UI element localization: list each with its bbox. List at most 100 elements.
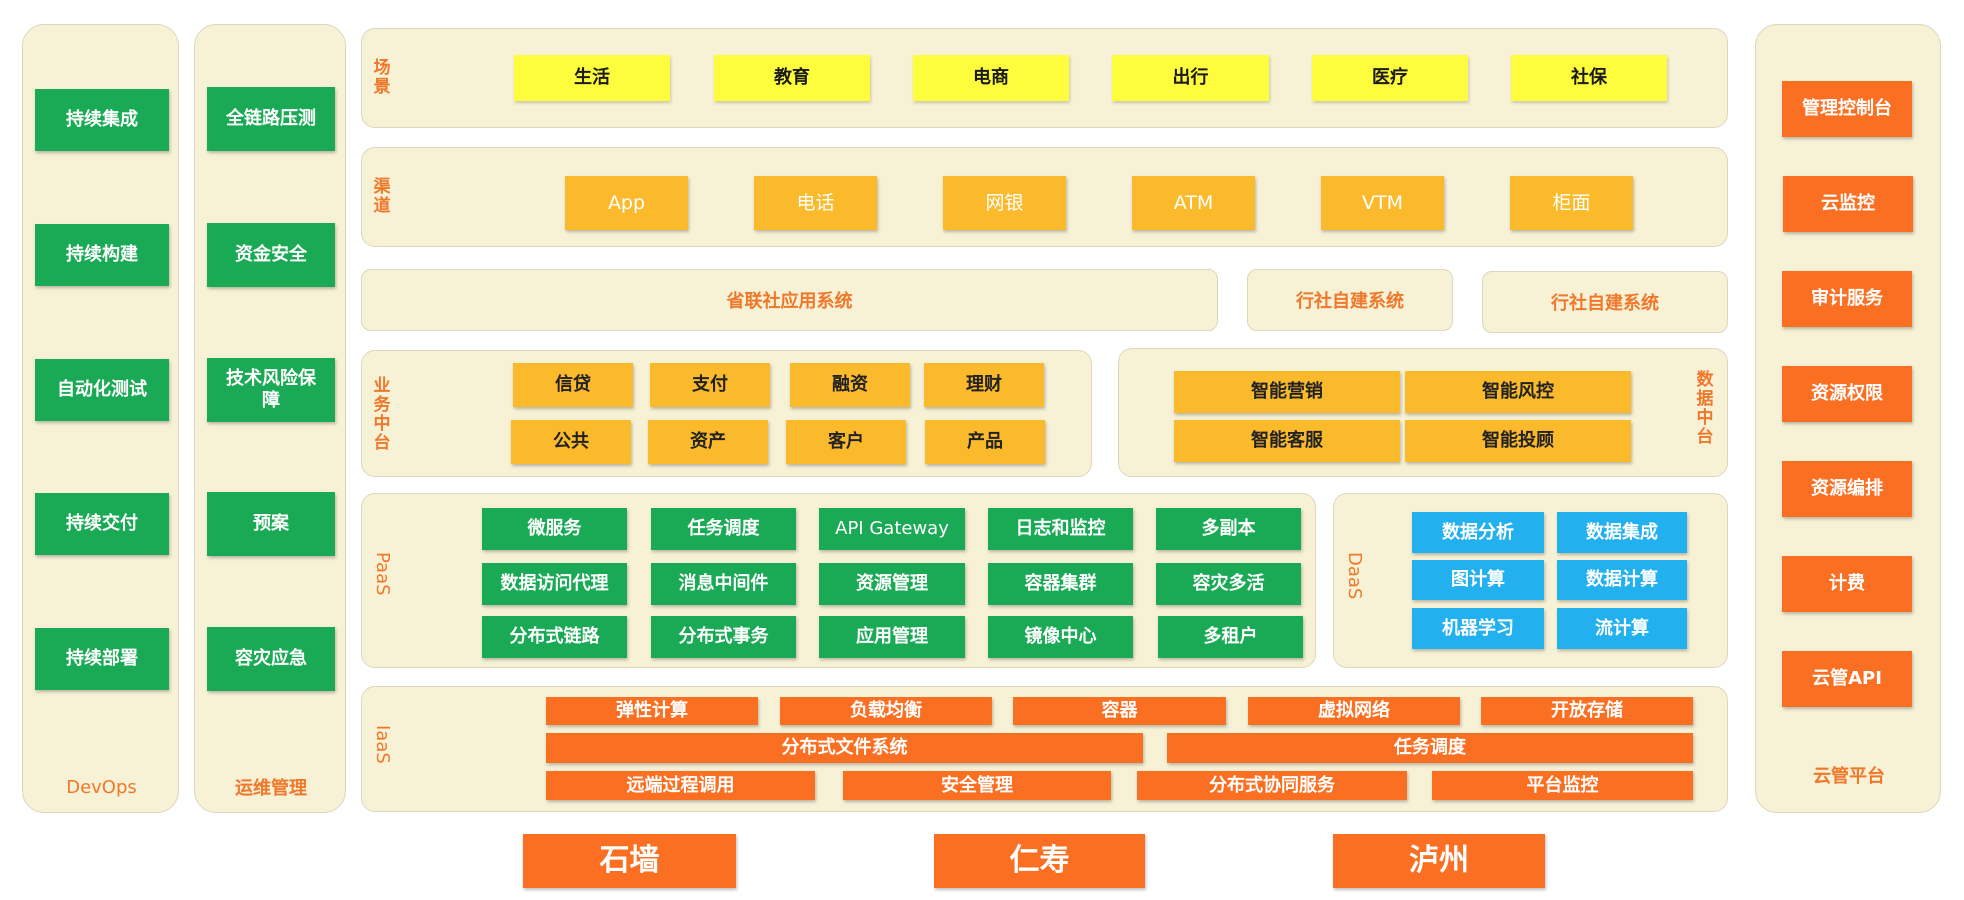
paas-item[interactable]: 日志和监控 [988,508,1133,550]
business-item[interactable]: 融资 [790,363,910,407]
cloud-item[interactable]: 计费 [1782,556,1912,612]
paas-item[interactable]: 容灾多活 [1156,563,1301,605]
iaas-item[interactable]: 负载均衡 [780,697,992,725]
devops-item[interactable]: 持续集成 [35,89,169,151]
ops-item[interactable]: 容灾应急 [207,627,335,691]
daas-item[interactable]: 数据计算 [1557,560,1687,600]
daas-item[interactable]: 数据分析 [1412,512,1544,553]
iaas-item[interactable]: 任务调度 [1167,733,1693,763]
paas-item[interactable]: 任务调度 [651,508,796,550]
ops-item[interactable]: 预案 [207,492,335,556]
paas-item[interactable]: API Gateway [819,508,965,550]
data-center-item[interactable]: 智能营销 [1174,371,1400,413]
cloud-item[interactable]: 管理控制台 [1782,81,1912,137]
paas-item[interactable]: 多租户 [1158,616,1303,658]
paas-item[interactable]: 数据访问代理 [482,563,627,605]
business-item[interactable]: 客户 [786,420,906,464]
iaas-item[interactable]: 容器 [1013,697,1226,725]
channel-item[interactable]: 网银 [943,176,1066,230]
daas-item[interactable]: 流计算 [1557,608,1687,649]
paas-item[interactable]: 多副本 [1156,508,1301,550]
scene-label: 场景 [373,58,391,97]
daas-item[interactable]: 数据集成 [1557,512,1687,553]
ops-item[interactable]: 资金安全 [207,223,335,287]
paas-item[interactable]: 分布式链路 [482,616,627,658]
cloud-item[interactable]: 云监控 [1783,176,1913,232]
channel-item[interactable]: 柜面 [1510,176,1633,230]
channel-layer: 渠道 App 电话 网银 ATM VTM 柜面 [361,147,1728,247]
scene-item[interactable]: 电商 [913,55,1069,101]
paas-layer: PaaS 微服务 任务调度 API Gateway 日志和监控 多副本 数据访问… [361,493,1316,668]
data-center-item[interactable]: 智能投顾 [1405,420,1631,462]
site-shiqiang[interactable]: 石墙 [523,834,736,888]
devops-label: DevOps [66,776,137,798]
business-label: 业务中台 [373,376,391,453]
daas-item[interactable]: 图计算 [1412,560,1544,600]
cloud-item[interactable]: 云管API [1782,651,1912,707]
iaas-item[interactable]: 安全管理 [843,771,1111,800]
business-item[interactable]: 支付 [650,363,770,407]
ops-label: 运维管理 [235,778,307,799]
iaas-item[interactable]: 开放存储 [1481,697,1693,725]
ops-panel: 全链路压测 资金安全 技术风险保障 预案 容灾应急 运维管理 [194,24,346,813]
business-item[interactable]: 公共 [511,420,631,464]
scene-item[interactable]: 教育 [714,55,870,101]
self-built-system-1[interactable]: 行社自建系统 [1247,269,1453,331]
business-item[interactable]: 信贷 [513,363,633,407]
iaas-item[interactable]: 平台监控 [1432,771,1693,800]
iaas-layer: IaaS 弹性计算 负载均衡 容器 虚拟网络 开放存储 分布式文件系统 任务调度… [361,686,1728,812]
paas-item[interactable]: 微服务 [482,508,627,550]
paas-item[interactable]: 应用管理 [819,616,965,658]
iaas-item[interactable]: 虚拟网络 [1248,697,1460,725]
channel-item[interactable]: 电话 [754,176,877,230]
iaas-item[interactable]: 弹性计算 [546,697,758,725]
cloud-item[interactable]: 资源编排 [1782,461,1912,517]
paas-label: PaaS [372,552,393,596]
devops-item[interactable]: 持续部署 [35,628,169,690]
scene-item[interactable]: 医疗 [1312,55,1468,101]
cloud-item[interactable]: 审计服务 [1782,271,1912,327]
iaas-item[interactable]: 远端过程调用 [546,771,815,800]
cloud-item[interactable]: 资源权限 [1782,366,1912,422]
paas-item[interactable]: 消息中间件 [651,563,796,605]
data-center-label: 数据中台 [1696,370,1714,447]
channel-item[interactable]: App [565,176,688,230]
iaas-label: IaaS [372,725,393,764]
devops-item[interactable]: 持续构建 [35,224,169,286]
daas-item[interactable]: 机器学习 [1412,608,1544,649]
provincial-app-system[interactable]: 省联社应用系统 [361,269,1218,331]
ops-item[interactable]: 技术风险保障 [207,358,335,422]
data-center-item[interactable]: 智能客服 [1174,420,1400,462]
scene-layer: 场景 生活 教育 电商 出行 医疗 社保 [361,28,1728,128]
paas-item[interactable]: 分布式事务 [651,616,796,658]
devops-item[interactable]: 持续交付 [35,493,169,555]
paas-item[interactable]: 资源管理 [819,563,965,605]
channel-item[interactable]: VTM [1321,176,1444,230]
iaas-item[interactable]: 分布式文件系统 [546,733,1143,763]
cloud-panel: 管理控制台 云监控 审计服务 资源权限 资源编排 计费 云管API 云管平台 [1755,24,1941,813]
business-item[interactable]: 理财 [924,363,1044,407]
channel-item[interactable]: ATM [1132,176,1255,230]
business-item[interactable]: 产品 [925,420,1045,464]
scene-item[interactable]: 出行 [1112,55,1269,101]
business-item[interactable]: 资产 [648,420,768,464]
cloud-label: 云管平台 [1813,766,1885,787]
self-built-label: 行社自建系统 [1296,291,1404,312]
iaas-item[interactable]: 分布式协同服务 [1137,771,1407,800]
scene-item[interactable]: 生活 [514,55,670,101]
data-platform-layer: 智能营销 智能风控 智能客服 智能投顾 数据中台 [1118,348,1728,477]
scene-item[interactable]: 社保 [1511,55,1667,101]
devops-item[interactable]: 自动化测试 [35,359,169,421]
devops-panel: 持续集成 持续构建 自动化测试 持续交付 持续部署 DevOps [22,24,179,813]
self-built-system-2[interactable]: 行社自建系统 [1482,271,1728,333]
paas-item[interactable]: 镜像中心 [988,616,1133,658]
daas-layer: DaaS 数据分析 数据集成 图计算 数据计算 机器学习 流计算 [1333,493,1728,668]
data-center-item[interactable]: 智能风控 [1405,371,1631,413]
site-renshou[interactable]: 仁寿 [934,834,1145,888]
daas-label: DaaS [1344,552,1365,600]
business-platform-layer: 业务中台 信贷 支付 融资 理财 公共 资产 客户 产品 [361,350,1092,477]
site-luzhou[interactable]: 泸州 [1333,834,1545,888]
ops-item[interactable]: 全链路压测 [207,87,335,151]
self-built-label: 行社自建系统 [1551,293,1659,314]
paas-item[interactable]: 容器集群 [988,563,1133,605]
